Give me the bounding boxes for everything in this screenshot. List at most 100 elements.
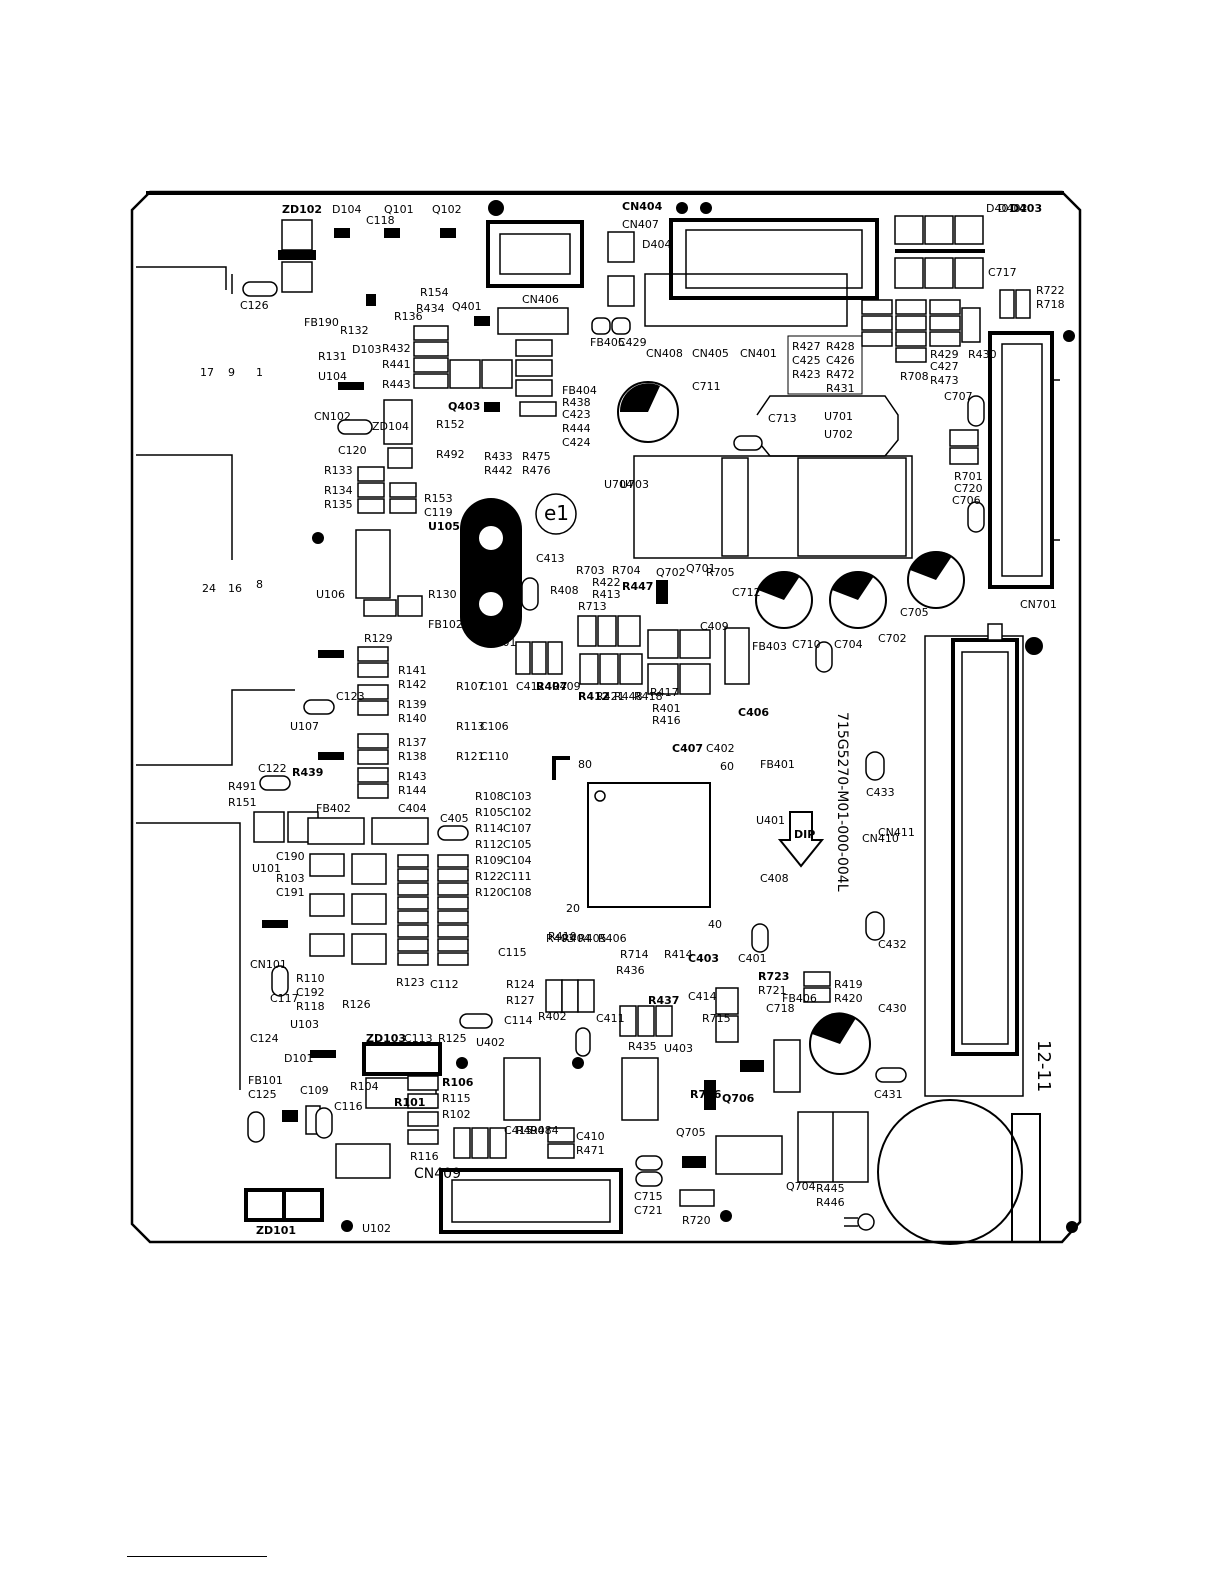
dip-arrow	[777, 811, 825, 868]
label-fb101: FB101	[248, 1074, 283, 1087]
label-c705: C705	[900, 606, 929, 619]
label-c122: C122	[258, 762, 287, 775]
label-r144: R144	[398, 784, 427, 797]
label-r428: R428	[826, 340, 855, 353]
label-r127: R127	[506, 994, 535, 1007]
label-q101: Q101	[384, 203, 414, 216]
label-pin80: 80	[578, 758, 592, 771]
label-c404: C404	[398, 802, 427, 815]
label-r701: R701	[954, 470, 983, 483]
label-c718: C718	[766, 1002, 795, 1015]
label-u703: U703	[620, 478, 649, 491]
cn409-connector	[439, 1168, 623, 1234]
label-u104: U104	[318, 370, 347, 383]
label-c114: C114	[504, 1014, 533, 1027]
label-c702: C702	[878, 632, 907, 645]
label-c717: C717	[988, 266, 1017, 279]
label-c102: C102	[503, 806, 532, 819]
label-r110: R110	[296, 972, 325, 985]
label-r435: R435	[628, 1040, 657, 1053]
label-d401: D401	[986, 202, 1015, 215]
label-r143: R143	[398, 770, 427, 783]
label-c715: C715	[634, 1190, 663, 1203]
label-r138: R138	[398, 750, 427, 763]
label-c104: C104	[503, 854, 532, 867]
label-c402: C402	[706, 742, 735, 755]
label-r414: R414	[664, 948, 693, 961]
label-c125: C125	[248, 1088, 277, 1101]
label-r131: R131	[318, 350, 347, 363]
label-r475: R475	[522, 450, 551, 463]
label-r403: R403	[546, 932, 575, 945]
label-c426: C426	[826, 354, 855, 367]
label-c720: C720	[954, 482, 983, 495]
label-r105: R105	[475, 806, 504, 819]
label-cn102: CN102	[314, 410, 351, 423]
regulator-u701-u702	[756, 395, 899, 457]
label-r405: R405	[578, 932, 607, 945]
label-u702: U702	[824, 428, 853, 441]
label-c405: C405	[440, 812, 469, 825]
label-r130: R130	[428, 588, 457, 601]
label-u103: U103	[290, 1018, 319, 1031]
label-q401: Q401	[452, 300, 482, 313]
label-fb404: FB404	[562, 384, 597, 397]
label-c119: C119	[424, 506, 453, 519]
board-logo: e1	[544, 501, 569, 525]
label-c410: C410	[576, 1130, 605, 1143]
label-r141: R141	[398, 664, 427, 677]
label-d403: D403	[1010, 202, 1042, 215]
label-c101: C101	[480, 680, 509, 693]
label-pin16: 16	[228, 582, 242, 595]
label-r492: R492	[436, 448, 465, 461]
battery-clip	[1011, 1113, 1041, 1243]
left-edge-outlines	[136, 266, 295, 1090]
label-u106: U106	[316, 588, 345, 601]
label-fb401: FB401	[760, 758, 795, 771]
label-r107: R107	[456, 680, 485, 693]
label-r113: R113	[456, 720, 485, 733]
battery-holder	[877, 1099, 1023, 1245]
electrolytic-capacitors	[617, 381, 965, 1075]
label-r713: R713	[578, 600, 607, 613]
cn407-connector	[644, 202, 879, 327]
label-c711: C711	[692, 380, 721, 393]
label-r401: R401	[652, 702, 681, 715]
label-r472: R472	[826, 368, 855, 381]
label-c103: C103	[503, 790, 532, 803]
label-pin17: 17	[200, 366, 214, 379]
label-r115: R115	[442, 1092, 471, 1105]
label-r447: R447	[622, 580, 653, 593]
label-c123: C123	[336, 690, 365, 703]
label-zd102: ZD102	[282, 203, 322, 216]
label-c432: C432	[878, 938, 907, 951]
label-pin9: 9	[228, 366, 235, 379]
label-cn411: CN411	[878, 826, 915, 839]
label-c425: C425	[792, 354, 821, 367]
label-r418: R418	[634, 690, 663, 703]
label-q705: Q705	[676, 1126, 706, 1139]
label-u401: U401	[756, 814, 785, 827]
label-cn407: CN407	[622, 218, 659, 231]
label-r722: R722	[1036, 284, 1065, 297]
label-cn404: CN404	[622, 200, 663, 213]
label-r129: R129	[364, 632, 393, 645]
label-c403: C403	[688, 952, 719, 965]
label-r114: R114	[475, 822, 504, 835]
label-r427: R427	[792, 340, 821, 353]
label-r126: R126	[342, 998, 371, 1011]
label-r409: R409	[552, 680, 581, 693]
label-c401: C401	[738, 952, 767, 965]
label-c115: C115	[498, 946, 527, 959]
label-r402: R402	[538, 1010, 567, 1023]
label-r151: R151	[228, 796, 257, 809]
label-cn410: CN410	[862, 832, 899, 845]
label-c108: C108	[503, 886, 532, 899]
label-c118: C118	[366, 214, 395, 227]
component-pads	[242, 228, 1031, 1207]
label-c414: C414	[688, 990, 717, 1003]
label-r476: R476	[522, 464, 551, 477]
label-r444: R444	[562, 422, 591, 435]
cn701-connector	[988, 331, 1060, 589]
